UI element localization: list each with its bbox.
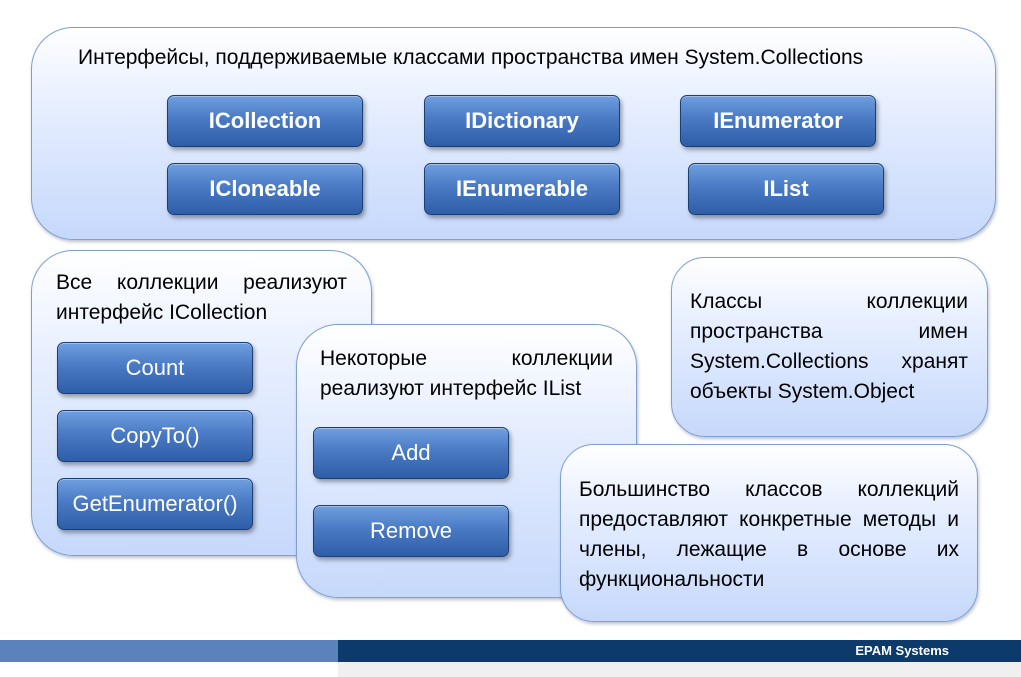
add-button[interactable]: Add [313, 427, 509, 479]
copyto-button[interactable]: CopyTo() [57, 410, 253, 462]
footer-underline [338, 662, 1021, 677]
idictionary-button[interactable]: IDictionary [424, 95, 620, 147]
ilist-panel-text: Некоторые коллекции реализуют интерфейс … [320, 347, 613, 400]
methods-panel [560, 444, 978, 622]
object-storage-panel [671, 257, 988, 437]
ienumerator-button[interactable]: IEnumerator [680, 95, 876, 147]
count-button[interactable]: Count [57, 342, 253, 394]
footer-bar-left [0, 640, 338, 662]
epam-brand-label: EPAM Systems [855, 643, 949, 658]
getenumerator-button[interactable]: GetEnumerator() [57, 478, 253, 530]
ienumerable-button[interactable]: IEnumerable [424, 163, 620, 215]
ilist-button[interactable]: IList [688, 163, 884, 215]
top-panel-title: Интерфейсы, поддерживаемые классами прос… [78, 46, 864, 69]
remove-button[interactable]: Remove [313, 505, 509, 557]
icollection-button[interactable]: ICollection [167, 95, 363, 147]
methods-panel-text: Большинство классов коллекций предоставл… [579, 478, 959, 591]
icollection-panel-text: Все коллекции реализуют интерфейс IColle… [56, 271, 347, 324]
icloneable-button[interactable]: ICloneable [167, 163, 363, 215]
object-storage-text: Классы коллекции пространства имен Syste… [690, 290, 968, 403]
footer-bar-right: EPAM Systems [338, 640, 1021, 662]
